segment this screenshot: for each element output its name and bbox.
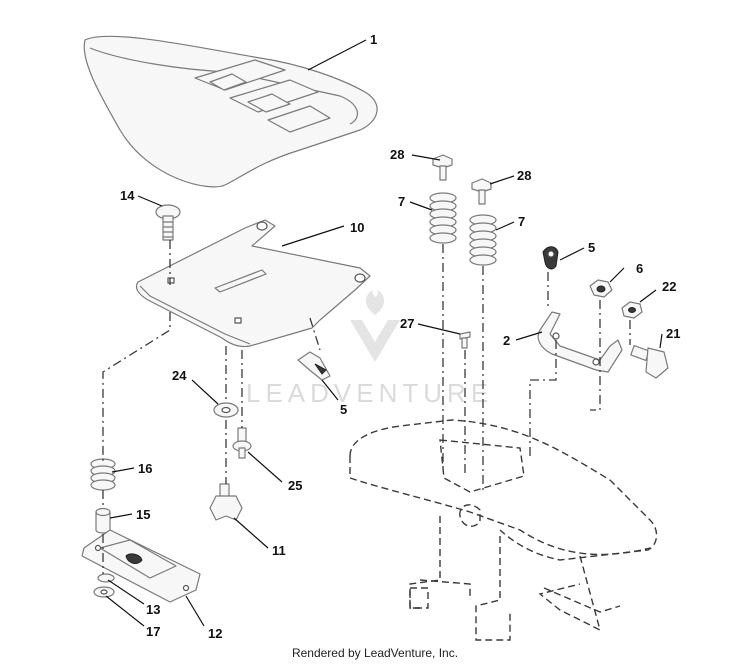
callout-10: 10 xyxy=(350,220,364,235)
callout-6: 6 xyxy=(636,261,643,276)
part-flange-bolt-left xyxy=(432,154,453,181)
part-slide-plate xyxy=(81,529,201,603)
callout-7-right: 7 xyxy=(518,214,525,229)
callout-16: 16 xyxy=(138,461,152,476)
callout-25: 25 xyxy=(288,478,302,493)
callout-28-right: 28 xyxy=(517,168,531,183)
callout-21: 21 xyxy=(666,326,680,341)
part-seat xyxy=(83,35,378,188)
part-washer xyxy=(213,402,239,418)
callout-2: 2 xyxy=(503,333,510,348)
callout-28-left: 28 xyxy=(390,147,404,162)
part-seat-plate xyxy=(135,219,371,348)
part-lower-washer xyxy=(93,573,115,598)
callout-17: 17 xyxy=(146,624,160,639)
callout-13: 13 xyxy=(146,602,160,617)
callout-15: 15 xyxy=(136,507,150,522)
callout-14: 14 xyxy=(120,188,135,203)
part-flange-bolt-right xyxy=(471,178,492,205)
callout-7-left: 7 xyxy=(398,194,405,209)
callout-27: 27 xyxy=(400,316,414,331)
part-shoulder-bolt-lower xyxy=(232,427,252,459)
callout-24: 24 xyxy=(172,368,187,383)
render-credit: Rendered by LeadVenture, Inc. xyxy=(291,646,459,660)
part-knob xyxy=(209,483,243,521)
watermark: LEADVENTURE xyxy=(246,290,493,408)
part-shoulder-bolt xyxy=(630,344,669,379)
callout-11: 11 xyxy=(272,543,286,558)
callout-5-left: 5 xyxy=(340,402,347,417)
part-lock-nut xyxy=(589,279,613,298)
callout-labels: 1 28 28 14 10 7 7 5 6 22 27 2 21 24 5 16… xyxy=(120,32,680,641)
part-clip-right xyxy=(542,246,559,270)
part-screw xyxy=(459,331,471,349)
leader-lines xyxy=(105,39,663,627)
watermark-text: LEADVENTURE xyxy=(246,378,493,408)
part-spring-small xyxy=(90,458,116,491)
frame-phantom xyxy=(349,419,658,641)
callout-1: 1 xyxy=(370,32,377,47)
callout-12: 12 xyxy=(208,626,222,641)
alignment-lines xyxy=(102,240,631,574)
part-spring-left xyxy=(429,192,457,244)
callout-22: 22 xyxy=(662,279,676,294)
callout-5-right: 5 xyxy=(588,240,595,255)
part-spacer xyxy=(95,507,111,534)
part-spring-right xyxy=(469,214,497,266)
part-carriage-bolt xyxy=(155,204,181,241)
part-clip-left xyxy=(297,351,331,381)
part-nut-small xyxy=(621,301,643,319)
part-bracket xyxy=(537,311,623,373)
